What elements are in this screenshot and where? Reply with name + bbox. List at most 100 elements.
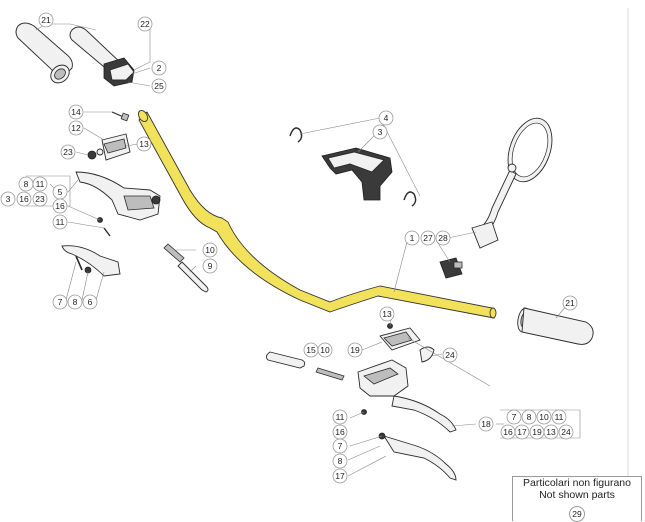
throttle-grip-assembly bbox=[69, 26, 135, 87]
svg-text:8: 8 bbox=[527, 412, 532, 422]
svg-text:22: 22 bbox=[140, 19, 150, 29]
callout-24-right: 24 bbox=[442, 347, 458, 363]
callout-18: 18 bbox=[478, 416, 494, 432]
svg-text:13: 13 bbox=[139, 139, 149, 149]
not-shown-parts-note: Particolari non figurano Not shown parts bbox=[512, 476, 642, 521]
left-grip bbox=[15, 22, 73, 84]
svg-text:8: 8 bbox=[73, 297, 78, 307]
callout-8-left: 8 bbox=[67, 294, 83, 310]
callout-25: 25 bbox=[151, 78, 167, 94]
callout-8-right: 8 bbox=[332, 453, 348, 469]
svg-text:11: 11 bbox=[555, 412, 564, 422]
callout-9: 9 bbox=[202, 258, 218, 274]
pin-10-left bbox=[163, 243, 209, 293]
callout-1: 1 bbox=[404, 230, 420, 246]
clamp-spring-4-top bbox=[289, 127, 303, 143]
svg-text:3: 3 bbox=[6, 194, 11, 204]
svg-text:16: 16 bbox=[335, 427, 345, 437]
svg-text:21: 21 bbox=[41, 15, 51, 25]
svg-text:17: 17 bbox=[335, 471, 345, 481]
svg-text:7: 7 bbox=[512, 412, 517, 422]
svg-text:15: 15 bbox=[306, 345, 316, 355]
svg-text:10: 10 bbox=[205, 245, 215, 255]
clamp-spring-4-bottom bbox=[403, 191, 417, 207]
svg-text:14: 14 bbox=[71, 107, 81, 117]
callout-21-left: 21 bbox=[38, 12, 54, 28]
callout-23-left: 23 bbox=[60, 144, 76, 160]
svg-text:24: 24 bbox=[445, 350, 455, 360]
svg-text:16: 16 bbox=[503, 427, 513, 437]
svg-text:17: 17 bbox=[517, 427, 527, 437]
handlebar bbox=[138, 111, 495, 319]
callout-11-right: 11 bbox=[332, 409, 348, 425]
svg-text:3: 3 bbox=[378, 127, 383, 137]
left-clamp-12-13 bbox=[87, 133, 131, 161]
callout-15: 15 bbox=[303, 342, 319, 358]
callout-28: 28 bbox=[435, 230, 451, 246]
callout-27: 27 bbox=[420, 230, 436, 246]
callout-19-right: 19 bbox=[347, 342, 363, 358]
leader-lines bbox=[26, 23, 581, 477]
callout-11-left: 11 bbox=[52, 214, 68, 230]
callout-3-edge: 3 bbox=[0, 191, 16, 207]
callout-group-8: 8 bbox=[521, 409, 537, 425]
note-line-english: Not shown parts bbox=[539, 489, 615, 501]
callout-group-10: 10 bbox=[536, 409, 552, 425]
svg-text:19: 19 bbox=[350, 345, 360, 355]
callout-group-17: 17 bbox=[514, 424, 530, 440]
callout-7-left: 7 bbox=[52, 294, 68, 310]
svg-text:1: 1 bbox=[410, 233, 415, 243]
svg-text:25: 25 bbox=[154, 81, 164, 91]
svg-text:16: 16 bbox=[55, 201, 65, 211]
svg-text:24: 24 bbox=[561, 427, 571, 437]
callout-13-left: 13 bbox=[136, 136, 152, 152]
note-line-italian: Particolari non figurano bbox=[523, 477, 631, 489]
callout-group-24: 24 bbox=[558, 424, 574, 440]
svg-text:8: 8 bbox=[338, 456, 343, 466]
callout-21-right: 21 bbox=[562, 295, 578, 311]
clutch-lever-assembly bbox=[75, 171, 161, 237]
svg-text:13: 13 bbox=[546, 427, 556, 437]
callout-8-group: 8 bbox=[18, 176, 34, 192]
svg-text:11: 11 bbox=[36, 179, 45, 189]
callout-5: 5 bbox=[52, 184, 68, 200]
callout-10-left: 10 bbox=[202, 242, 218, 258]
svg-text:10: 10 bbox=[539, 412, 549, 422]
callout-23-group: 23 bbox=[32, 191, 48, 207]
right-grip bbox=[517, 307, 594, 345]
handlebar-end-right bbox=[489, 307, 497, 319]
svg-text:9: 9 bbox=[208, 261, 213, 271]
left-lower-lever-6 bbox=[61, 245, 121, 277]
callout-group-13: 13 bbox=[543, 424, 559, 440]
brake-lever-lower-17 bbox=[361, 409, 457, 481]
callout-4: 4 bbox=[378, 110, 394, 126]
brake-pin-24 bbox=[419, 346, 435, 363]
svg-text:28: 28 bbox=[438, 233, 448, 243]
callout-22: 22 bbox=[137, 16, 153, 32]
callout-17-right: 17 bbox=[332, 468, 348, 484]
brake-pin-15 bbox=[265, 351, 345, 381]
callout-6: 6 bbox=[82, 294, 98, 310]
svg-text:23: 23 bbox=[63, 147, 73, 157]
callout-7-right: 7 bbox=[332, 438, 348, 454]
svg-text:5: 5 bbox=[58, 187, 63, 197]
callout-12: 12 bbox=[68, 120, 84, 136]
callout-13-right: 13 bbox=[379, 306, 395, 322]
callout-10-right: 10 bbox=[317, 342, 333, 358]
handlebar-end-left bbox=[137, 109, 149, 123]
svg-text:19: 19 bbox=[532, 427, 542, 437]
callout-16-group: 16 bbox=[16, 191, 32, 207]
svg-text:8: 8 bbox=[24, 179, 29, 189]
brake-master-cylinder bbox=[357, 359, 457, 433]
svg-text:11: 11 bbox=[56, 217, 65, 227]
svg-text:10: 10 bbox=[320, 345, 330, 355]
svg-text:11: 11 bbox=[336, 412, 345, 422]
svg-text:7: 7 bbox=[338, 441, 343, 451]
svg-text:4: 4 bbox=[384, 113, 389, 123]
callout-11-group: 11 bbox=[32, 176, 48, 192]
callout-group-19: 19 bbox=[529, 424, 545, 440]
svg-text:2: 2 bbox=[157, 63, 162, 73]
svg-text:27: 27 bbox=[423, 233, 433, 243]
left-bolt-14 bbox=[111, 111, 130, 122]
